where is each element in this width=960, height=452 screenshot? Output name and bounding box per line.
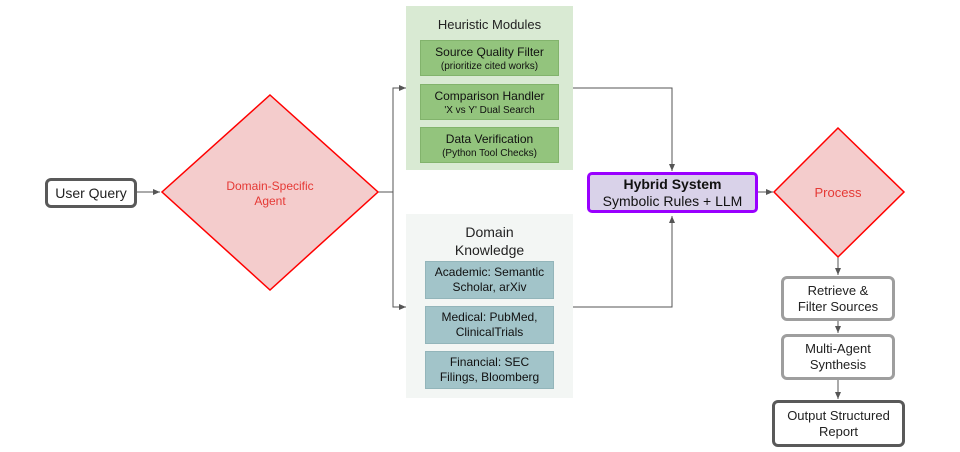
domain-knowledge-title: Domain Knowledge: [454, 224, 525, 259]
source-quality-filter-box: Source Quality Filter (prioritize cited …: [420, 40, 559, 76]
hybrid-system-subtitle: Symbolic Rules + LLM: [602, 192, 743, 209]
edge-agent-to-knowledge: [392, 192, 406, 310]
data-verification-box: Data Verification (Python Tool Checks): [420, 127, 559, 163]
academic-sources-box: Academic: Semantic Scholar, arXiv: [425, 261, 554, 299]
retrieve-filter-box: Retrieve & Filter Sources: [781, 276, 895, 321]
process-label: Process: [814, 185, 862, 200]
domain-agent-diamond: [160, 93, 380, 292]
medical-sources-box: Medical: PubMed, ClinicalTrials: [425, 306, 554, 344]
edge-agent-to-heuristic: [378, 85, 406, 193]
comparison-handler-box: Comparison Handler 'X vs Y' Dual Search: [420, 84, 559, 120]
multi-agent-synthesis-box: Multi-Agent Synthesis: [781, 334, 895, 380]
heuristic-modules-title: Heuristic Modules: [437, 17, 542, 32]
hybrid-system-title: Hybrid System: [623, 175, 722, 192]
heuristic-modules-panel: Heuristic Modules Source Quality Filter …: [406, 6, 573, 170]
user-query-label: User Query: [55, 184, 127, 201]
user-query-box: User Query: [45, 178, 137, 208]
edge-heuristic-to-hybrid: [573, 87, 675, 171]
hybrid-system-box: Hybrid System Symbolic Rules + LLM: [587, 172, 758, 213]
edge-knowledge-to-hybrid: [573, 216, 675, 308]
output-report-box: Output Structured Report: [772, 400, 905, 447]
process-diamond: [772, 126, 906, 259]
financial-sources-box: Financial: SEC Filings, Bloomberg: [425, 351, 554, 389]
domain-agent-label: Domain-Specific Agent: [226, 179, 314, 208]
domain-knowledge-panel: Domain Knowledge Academic: Semantic Scho…: [406, 214, 573, 398]
